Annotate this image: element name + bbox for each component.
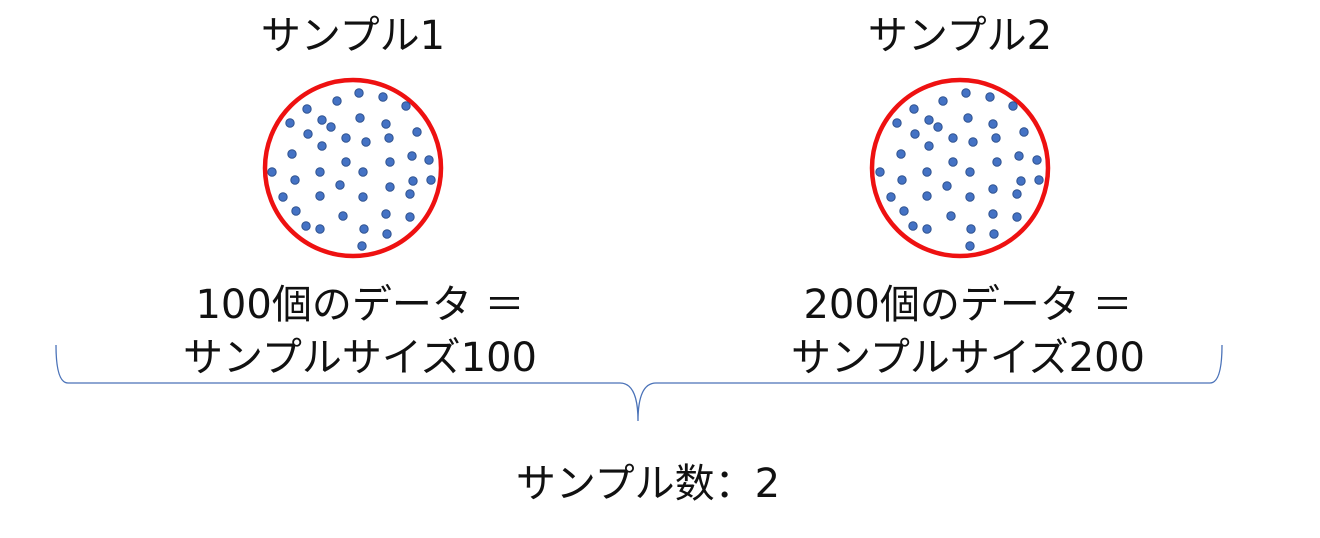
sample-2-dot [1012,212,1022,222]
sample-2-dot [946,211,956,221]
sample-1-dot [287,149,297,159]
sample-1-dot [338,211,348,221]
sample-1-dot [407,151,417,161]
sample-1-dot [290,175,300,185]
sample-2-circle [869,77,1051,259]
sample-2-dot [961,88,971,98]
sample-2-dot [1012,189,1022,199]
sample-2-dots [875,88,1044,251]
sample-2-dot [922,167,932,177]
sample-1-dot [426,175,436,185]
sample-1-dot [405,189,415,199]
sample-2-dot [909,104,919,114]
sample-1-dot [412,127,422,137]
sample-2-description-line2: サンプルサイズ200 [791,335,1145,381]
sample-1-dot [267,167,277,177]
sample-1-dot [384,133,394,143]
sample-1-dot [315,167,325,177]
sample-1-dot [341,157,351,167]
sample-1-dots [267,88,436,251]
sample-1-dot [302,104,312,114]
sample-2-dot [968,137,978,147]
sample-1-dot [355,113,365,123]
sample-1-dot [341,133,351,143]
sample-2-dot [899,206,909,216]
sample-1-dot [382,229,392,239]
sample-2-dot [1034,175,1044,185]
sample-1-dot [385,182,395,192]
sample-2-dot [1016,176,1026,186]
sample-2-dot [886,192,896,202]
sample-1-dot [354,88,364,98]
sample-1-dot [381,209,391,219]
sample-2-dot [988,119,998,129]
sample-2-dot [988,209,998,219]
sample-1-dot [358,167,368,177]
sample-1-dot [424,155,434,165]
sample-1-description-line1: 100個のデータ ＝ [195,282,525,328]
sample-1-dot [285,118,295,128]
sample-1-dot [301,221,311,231]
sample-2-dot [910,129,920,139]
sample-1-dot [359,224,369,234]
sample-1-dot [317,141,327,151]
sample-2-dot [908,221,918,231]
sample-1-dot [303,129,313,139]
sample-2-dot [897,175,907,185]
sample-2-dot [965,192,975,202]
sample-2-dot [933,122,943,132]
sample-2-title: サンプル2 [867,13,1053,59]
sample-1-dot [326,122,336,132]
sample-2-dot [988,184,998,194]
grouping-brace [55,344,1223,422]
sample-1-dot [405,212,415,222]
sample-2-dot [963,113,973,123]
sample-2-dot [989,229,999,239]
sample-1-dot [381,119,391,129]
sample-1-dot [361,137,371,147]
sample-1-dot [317,115,327,125]
sample-1-dot [278,192,288,202]
sample-1-title: サンプル1 [260,13,446,59]
sample-2-dot [965,241,975,251]
sample-2-description-line1: 200個のデータ ＝ [803,282,1133,328]
sample-2-dot [1019,127,1029,137]
sample-2-dot [938,96,948,106]
sample-2-dot [924,141,934,151]
sample-1-dot [315,191,325,201]
sample-1-dot [335,180,345,190]
sample-1-dot [358,192,368,202]
sample-2-dot [892,118,902,128]
sample-2-dot [896,149,906,159]
sample-count-summary: サンプル数：2 [515,461,781,507]
sample-2-dot [875,167,885,177]
sample-2-dot [1032,155,1042,165]
sample-1-dot [357,241,367,251]
sample-1-circle [262,77,444,259]
sample-1-dot [291,206,301,216]
sample-1-description-line2: サンプルサイズ100 [183,335,537,381]
sample-1-dot [378,92,388,102]
sample-1-dot [385,157,395,167]
sample-1-dot [332,96,342,106]
sample-2-dot [922,191,932,201]
sample-2-dot [922,224,932,234]
sample-1-dot [408,176,418,186]
sample-2-dot [985,92,995,102]
sample-2-dot [948,133,958,143]
sample-1-dot [315,224,325,234]
sample-2-dot [1008,101,1018,111]
sample-2-dot [991,133,1001,143]
sample-2-dot [966,224,976,234]
sample-2-dot [948,157,958,167]
sample-2-dot [942,181,952,191]
sample-1-dot [401,101,411,111]
sample-2-dot [992,157,1002,167]
sample-2-dot [924,115,934,125]
sample-2-dot [965,167,975,177]
sample-2-dot [1014,151,1024,161]
